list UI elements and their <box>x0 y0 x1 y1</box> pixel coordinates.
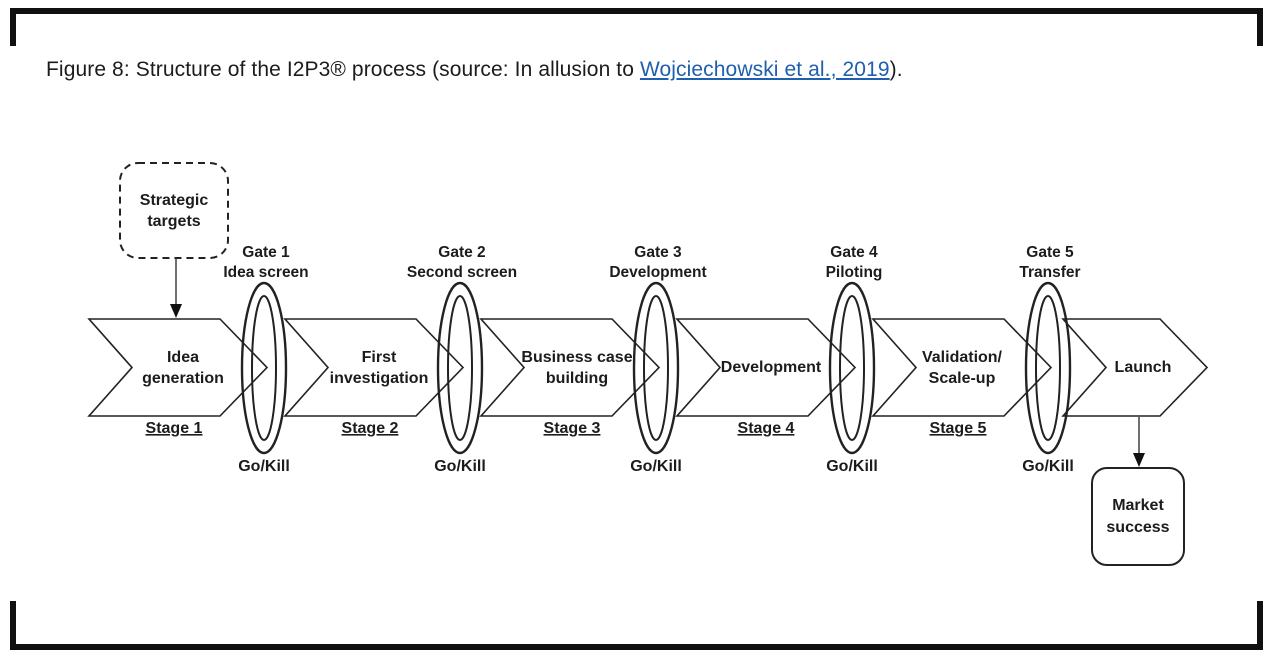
gate1-title-line1: Gate 1 <box>242 244 290 261</box>
stage1-text-line1: Idea <box>167 349 199 366</box>
gate4-decision-label: Go/Kill <box>826 458 878 475</box>
frame-top-right-corner <box>1257 8 1263 46</box>
gate4-ellipse-outer <box>828 281 876 455</box>
gate2-title-line2: Second screen <box>407 264 517 281</box>
stage4-label: Stage 4 <box>738 420 795 437</box>
gate5-title-line1: Gate 5 <box>1026 244 1074 261</box>
stage2-label: Stage 2 <box>342 420 399 437</box>
gate2-ellipse-outer <box>436 281 484 455</box>
figure-caption: Figure 8: Structure of the I2P3® process… <box>46 58 903 82</box>
page-frame <box>10 8 1263 650</box>
market-success-box <box>1091 467 1185 566</box>
gate1-decision-label: Go/Kill <box>238 458 290 475</box>
chevron-shape <box>87 318 269 417</box>
caption-citation-link[interactable]: Wojciechowski et al., 2019 <box>639 58 890 81</box>
stage3-text-line1: Business case <box>521 349 632 366</box>
gate2-title-line1: Gate 2 <box>438 244 485 261</box>
arrow-down-icon <box>170 304 182 318</box>
chevron-shape <box>479 318 661 417</box>
stage-chevron-idea-generation: Idea generation Stage 1 <box>87 318 269 437</box>
frame-bottom-left-corner <box>10 601 16 650</box>
stage-chevron-development: Development Stage 4 <box>675 318 857 437</box>
gate1-ellipse-outer <box>240 281 288 455</box>
gate3-decision-label: Go/Kill <box>630 458 682 475</box>
market-success-label-line2: success <box>1106 519 1169 536</box>
stage1-label: Stage 1 <box>146 420 203 437</box>
gate-1: Gate 1 Idea screen Go/Kill <box>223 244 308 475</box>
stage5-text-line2: Scale-up <box>929 370 996 387</box>
frame-top-border <box>10 8 1263 14</box>
strategic-targets-node: Strategic targets <box>119 162 229 318</box>
stage-chevron-launch: Launch <box>1061 318 1209 417</box>
gate-2: Gate 2 Second screen Go/Kill <box>407 244 517 475</box>
gate-4: Gate 4 Piloting Go/Kill <box>826 244 883 475</box>
gate5-ellipse-outer <box>1024 281 1072 455</box>
gate1-title-line2: Idea screen <box>223 264 308 281</box>
gate4-ellipse-inner <box>839 295 865 441</box>
stage5-text-line1: Validation/ <box>922 349 1003 366</box>
gate5-decision-label: Go/Kill <box>1022 458 1074 475</box>
stage5-label: Stage 5 <box>930 420 987 437</box>
stage3-text-line2: building <box>546 370 608 387</box>
gate3-ellipse-outer <box>632 281 680 455</box>
frame-bottom-right-corner <box>1257 601 1263 650</box>
stage2-text-line1: First <box>362 349 397 366</box>
gate-5: Gate 5 Transfer Go/Kill <box>1019 244 1080 475</box>
frame-bottom-border <box>10 644 1263 650</box>
gate4-title-line2: Piloting <box>826 264 883 281</box>
stage-chevron-validation-scale-up: Validation/ Scale-up Stage 5 <box>871 318 1053 437</box>
stage-chevron-business-case-building: Business case building Stage 3 <box>479 318 661 437</box>
gate5-title-line2: Transfer <box>1019 264 1080 281</box>
launch-text-line1: Launch <box>1115 359 1172 376</box>
frame-top-left-corner <box>10 8 16 46</box>
gate1-ellipse-inner <box>251 295 277 441</box>
gate2-decision-label: Go/Kill <box>434 458 486 475</box>
market-success-node: Market success <box>1091 417 1185 566</box>
arrow-down-icon <box>1133 453 1145 467</box>
stage3-label: Stage 3 <box>544 420 601 437</box>
caption-text-prefix: Figure 8: Structure of the I2P3® process… <box>46 58 640 81</box>
caption-text-suffix: ). <box>889 58 903 81</box>
gate3-title-line2: Development <box>609 264 706 281</box>
stage4-text-line1: Development <box>721 359 822 376</box>
stage2-text-line2: investigation <box>330 370 429 387</box>
chevron-shape <box>283 318 465 417</box>
strategic-targets-box <box>119 162 229 259</box>
strategic-targets-label-line2: targets <box>147 213 200 230</box>
gate3-title-line1: Gate 3 <box>634 244 682 261</box>
gate-3: Gate 3 Development Go/Kill <box>609 244 706 475</box>
market-success-label-line1: Market <box>1112 497 1164 514</box>
chevron-shape <box>1061 318 1209 417</box>
stage1-text-line2: generation <box>142 370 224 387</box>
gate4-title-line1: Gate 4 <box>830 244 878 261</box>
gate3-ellipse-inner <box>643 295 669 441</box>
stage-chevron-first-investigation: First investigation Stage 2 <box>283 318 465 437</box>
gate2-ellipse-inner <box>447 295 473 441</box>
chevron-shape <box>871 318 1053 417</box>
strategic-targets-label-line1: Strategic <box>140 192 209 209</box>
gate5-ellipse-inner <box>1035 295 1061 441</box>
chevron-shape <box>675 318 857 417</box>
